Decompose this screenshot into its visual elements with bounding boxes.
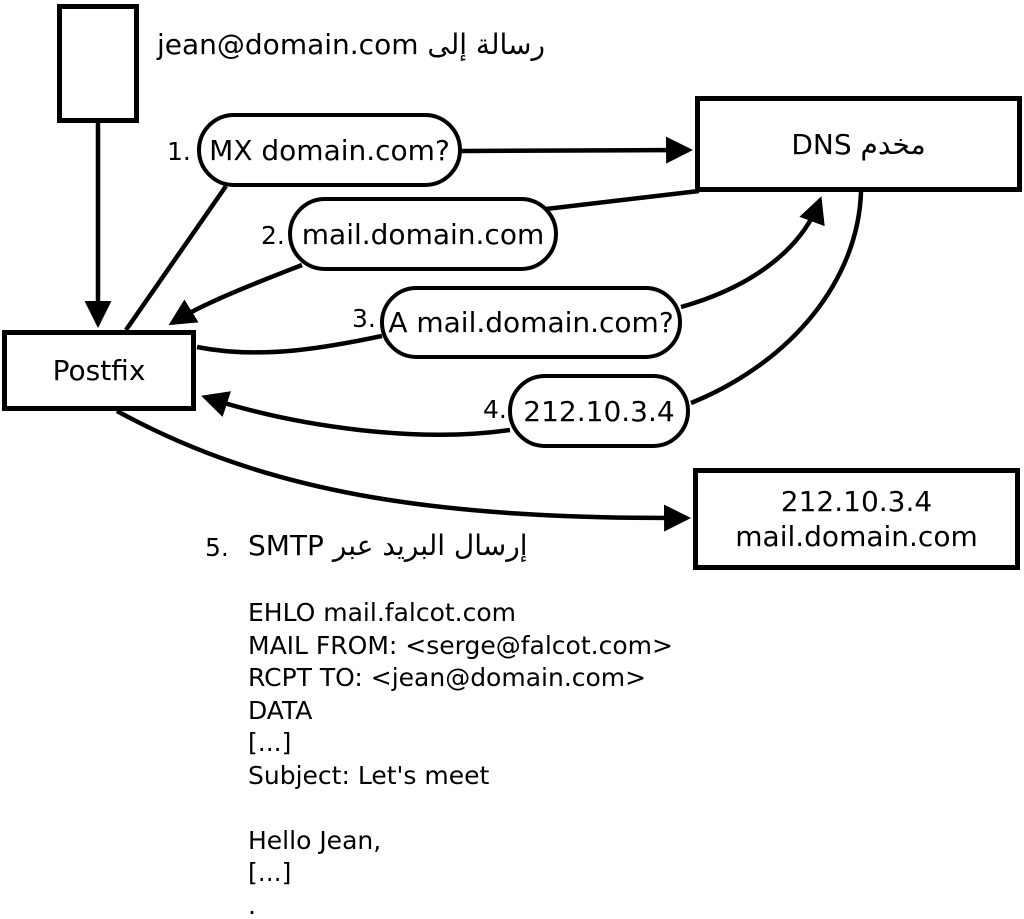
- smtp-line: [...]: [248, 858, 292, 887]
- arrow-query3-to-dns: [680, 196, 825, 310]
- postfix-box: Postfix: [2, 330, 196, 411]
- arrow-answer4-to-postfix: [201, 391, 511, 437]
- smtp-line: EHLO mail.falcot.com: [248, 598, 517, 627]
- step-4-pill-a-answer: 212.10.3.4: [508, 374, 690, 448]
- destination-server-lines: 212.10.3.4 mail.domain.com: [735, 484, 977, 554]
- diagram-title: رسالة إلى jean@domain.com: [157, 28, 545, 61]
- line-postfix-to-query1: [124, 184, 228, 332]
- smtp-line: RCPT TO: <jean@domain.com>: [248, 663, 647, 692]
- dns-server-label: مخدم DNS: [791, 127, 926, 161]
- line-dns-to-answer2: [545, 188, 700, 212]
- destination-server-box: 212.10.3.4 mail.domain.com: [693, 468, 1020, 570]
- step-1-pill-mx-query: MX domain.com?: [197, 113, 462, 187]
- smtp-line: [248, 792, 673, 825]
- step-4-number: 4.: [483, 395, 507, 424]
- arrow-postfix-to-destination-smtp: [115, 409, 692, 532]
- step-3-pill-a-query: A mail.domain.com?: [380, 286, 682, 359]
- step-2-pill-mx-answer: mail.domain.com: [288, 197, 558, 271]
- smtp-line: MAIL FROM: <serge@falcot.com>: [248, 630, 673, 660]
- smtp-line: .: [248, 890, 256, 919]
- step-4-label: 212.10.3.4: [523, 394, 675, 428]
- step-2-number: 2.: [261, 221, 285, 250]
- step-1-number: 1.: [167, 137, 191, 166]
- step-3-number: 3.: [352, 304, 376, 333]
- step-5-label: إرسال البريد عبر SMTP: [248, 529, 528, 562]
- line-dns-to-answer4: [690, 191, 864, 406]
- destination-ip: 212.10.3.4: [780, 485, 933, 518]
- step-1-label: MX domain.com?: [209, 133, 450, 167]
- arrow-answer2-to-postfix: [168, 262, 303, 326]
- smtp-transcript: EHLO mail.falcot.com MAIL FROM: <serge@f…: [248, 597, 673, 919]
- sender-message-box: [57, 4, 139, 123]
- step-2-label: mail.domain.com: [301, 217, 545, 251]
- postfix-label: Postfix: [52, 354, 146, 387]
- dns-server-box: مخدم DNS: [695, 96, 1022, 192]
- destination-hostname: mail.domain.com: [735, 520, 978, 553]
- arrow-query1-to-dns: [461, 136, 694, 164]
- smtp-line: [...]: [248, 728, 292, 757]
- step-5-number: 5.: [205, 533, 229, 562]
- smtp-line: Hello Jean,: [248, 825, 382, 855]
- step-3-label: A mail.domain.com?: [388, 306, 674, 339]
- smtp-line: Subject: Let's meet: [248, 760, 490, 790]
- line-postfix-to-query3: [196, 333, 383, 355]
- smtp-line: DATA: [248, 695, 313, 725]
